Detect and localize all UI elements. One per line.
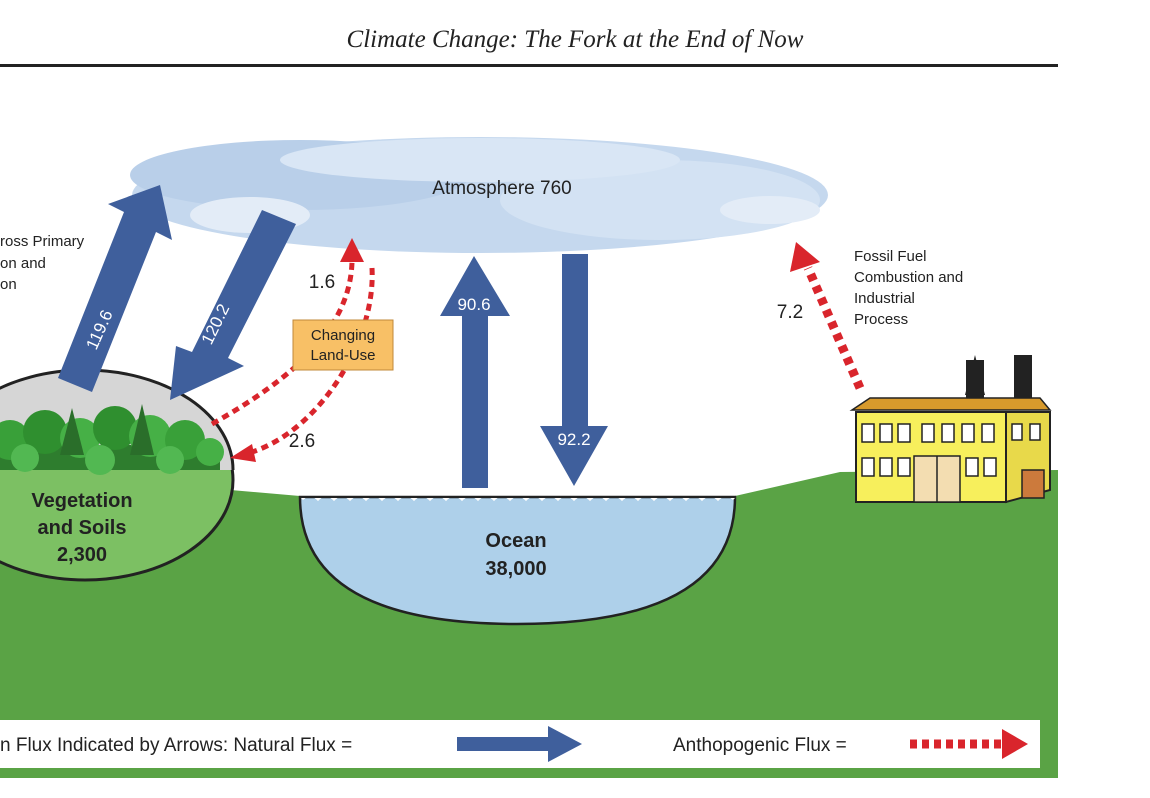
flux-ocean-uptake-value: 92.2 — [557, 430, 590, 449]
landuse-label-line1: Changing — [311, 327, 375, 344]
photosynthesis-arrow — [58, 185, 172, 392]
vegetation-value: 2,300 — [57, 544, 107, 566]
legend-natural-arrow — [457, 726, 582, 762]
gpp-caption-line1: ross Primary — [0, 233, 85, 250]
vegetation-label-line1: Vegetation — [31, 490, 132, 512]
landuse-up-arrowhead — [340, 238, 364, 262]
trees — [0, 404, 224, 475]
flux-landuse-down-value: 2.6 — [289, 431, 315, 452]
ocean-basin — [298, 495, 737, 626]
ocean-release-arrow — [440, 256, 510, 488]
landuse-box — [292, 319, 394, 371]
ocean-value: 38,000 — [485, 558, 546, 580]
legend: n Flux Indicated by Arrows: Natural Flux… — [0, 720, 1040, 768]
gpp-caption-line3: on — [0, 276, 17, 293]
ocean-label: Ocean — [485, 530, 546, 552]
legend-anthro-text: Anthopogenic Flux = — [673, 735, 847, 756]
fossil-caption-line4: Process — [854, 311, 908, 328]
fossil-arrow — [803, 266, 865, 390]
legend-anthro-arrowhead — [1002, 729, 1028, 759]
header-rule — [0, 64, 1058, 67]
legend-natural-text: n Flux Indicated by Arrows: Natural Flux… — [0, 735, 352, 756]
landuse-down-arrowhead — [230, 444, 256, 462]
fossil-arrowhead — [790, 242, 820, 272]
ocean-uptake-arrow — [540, 254, 608, 486]
fossil-caption-line2: Combustion and — [854, 269, 963, 286]
landuse-down-arrow — [251, 267, 375, 455]
fossil-caption-line3: Industrial — [854, 290, 915, 307]
page-title: Climate Change: The Fork at the End of N… — [346, 26, 804, 53]
flux-fossil-value: 7.2 — [777, 302, 803, 323]
fossil-caption-line1: Fossil Fuel — [854, 248, 927, 265]
atmosphere-label: Atmosphere 760 — [432, 178, 571, 199]
gpp-caption-line2: on and — [0, 255, 46, 272]
factory — [849, 355, 1052, 504]
landuse-label-line2: Land-Use — [310, 347, 375, 364]
flux-ocean-release-value: 90.6 — [457, 295, 490, 314]
vegetation-label-line2: and Soils — [38, 517, 127, 539]
flux-landuse-up-value: 1.6 — [309, 272, 335, 293]
atmosphere-cloud — [130, 137, 828, 253]
respiration-arrow — [170, 210, 296, 400]
